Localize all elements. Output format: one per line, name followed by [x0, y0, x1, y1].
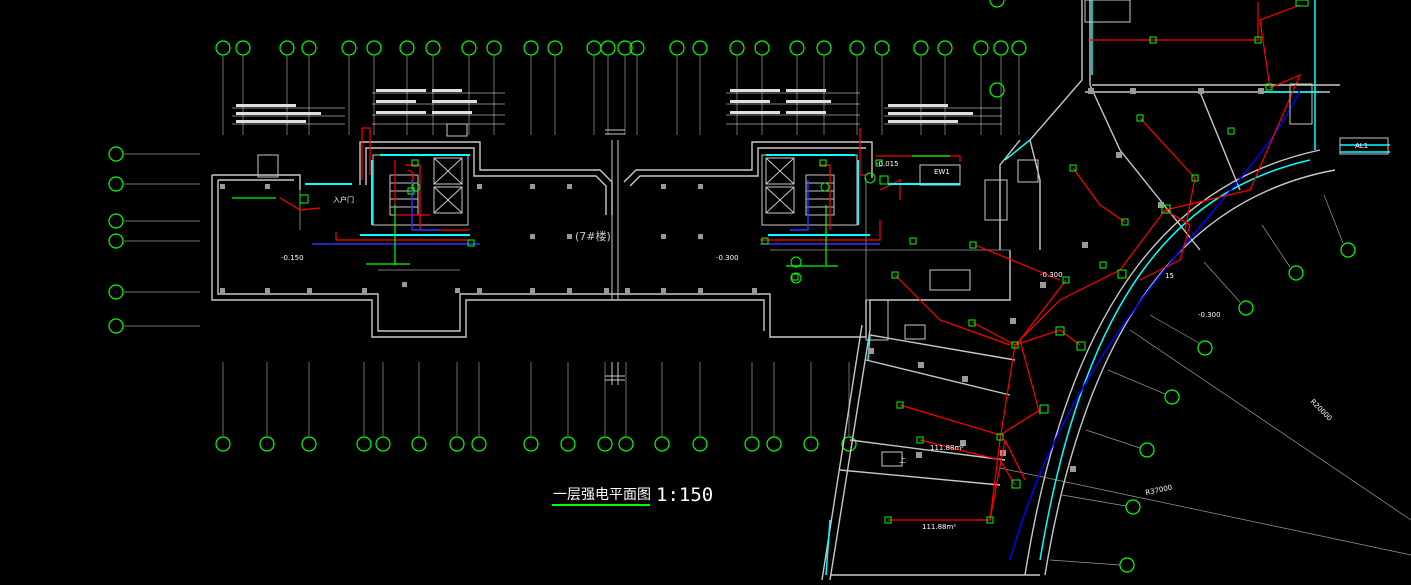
left-axis-bubbles — [108, 146, 124, 334]
note-block-left-1 — [232, 104, 345, 125]
light-fixtures — [411, 172, 876, 284]
entry-door-label: 入户门 — [333, 195, 354, 204]
top-axis-lines — [222, 56, 1020, 135]
elevation-label-right2: -0.300 — [1198, 311, 1221, 319]
building-number-label: (7#楼) — [575, 229, 611, 243]
curved-wing-columns — [868, 88, 1264, 472]
stair-core-right — [761, 154, 858, 226]
elevation-label-right1: -0.015 — [876, 160, 899, 168]
radial-axis-lines — [999, 194, 1411, 566]
drawing-scale: 1:150 — [656, 484, 713, 506]
curved-wing-windows — [825, 0, 1390, 576]
stair-core-left — [372, 123, 469, 226]
top-axis-bubbles — [215, 0, 1027, 98]
trunk-lines-left — [312, 180, 880, 245]
elevation-label-left: -0.150 — [281, 254, 304, 262]
structural-columns — [220, 184, 757, 293]
dimension-label-2: R37000 — [1145, 483, 1173, 496]
level-mark-15: 15 — [1165, 272, 1174, 280]
curved-wing-walls — [821, 0, 1340, 581]
stair-up-label: 上 — [899, 455, 906, 464]
equipment-boxes — [299, 0, 1309, 524]
curved-wing-trunk — [1009, 89, 1301, 561]
panel-label-ew1: EW1 — [934, 168, 950, 176]
left-building-walls — [211, 141, 873, 338]
elevation-label-mid: -0.300 — [716, 254, 739, 262]
bottom-axis-lines — [222, 362, 850, 436]
panel-label-al1: AL1 — [1355, 142, 1368, 150]
center-section-lines — [605, 129, 625, 385]
elevation-label-floor: -0.300 — [1040, 271, 1063, 279]
dimension-label-1: R20000 — [1309, 398, 1334, 423]
note-block-left-2 — [372, 89, 505, 125]
note-block-right-2 — [884, 104, 1002, 125]
bottom-axis-bubbles — [215, 436, 857, 452]
small-rooms-right — [257, 0, 1389, 467]
area-label-2: 111.88m² — [930, 444, 964, 452]
note-block-right-1 — [726, 89, 860, 125]
interior-partitions — [299, 178, 1010, 300]
left-axis-lines — [124, 153, 200, 327]
area-label: 111.88m² — [922, 523, 956, 531]
radial-axis-bubbles — [1119, 242, 1356, 573]
drawing-title: 一层强电平面图 — [553, 487, 651, 503]
window-lines-left — [305, 154, 960, 236]
